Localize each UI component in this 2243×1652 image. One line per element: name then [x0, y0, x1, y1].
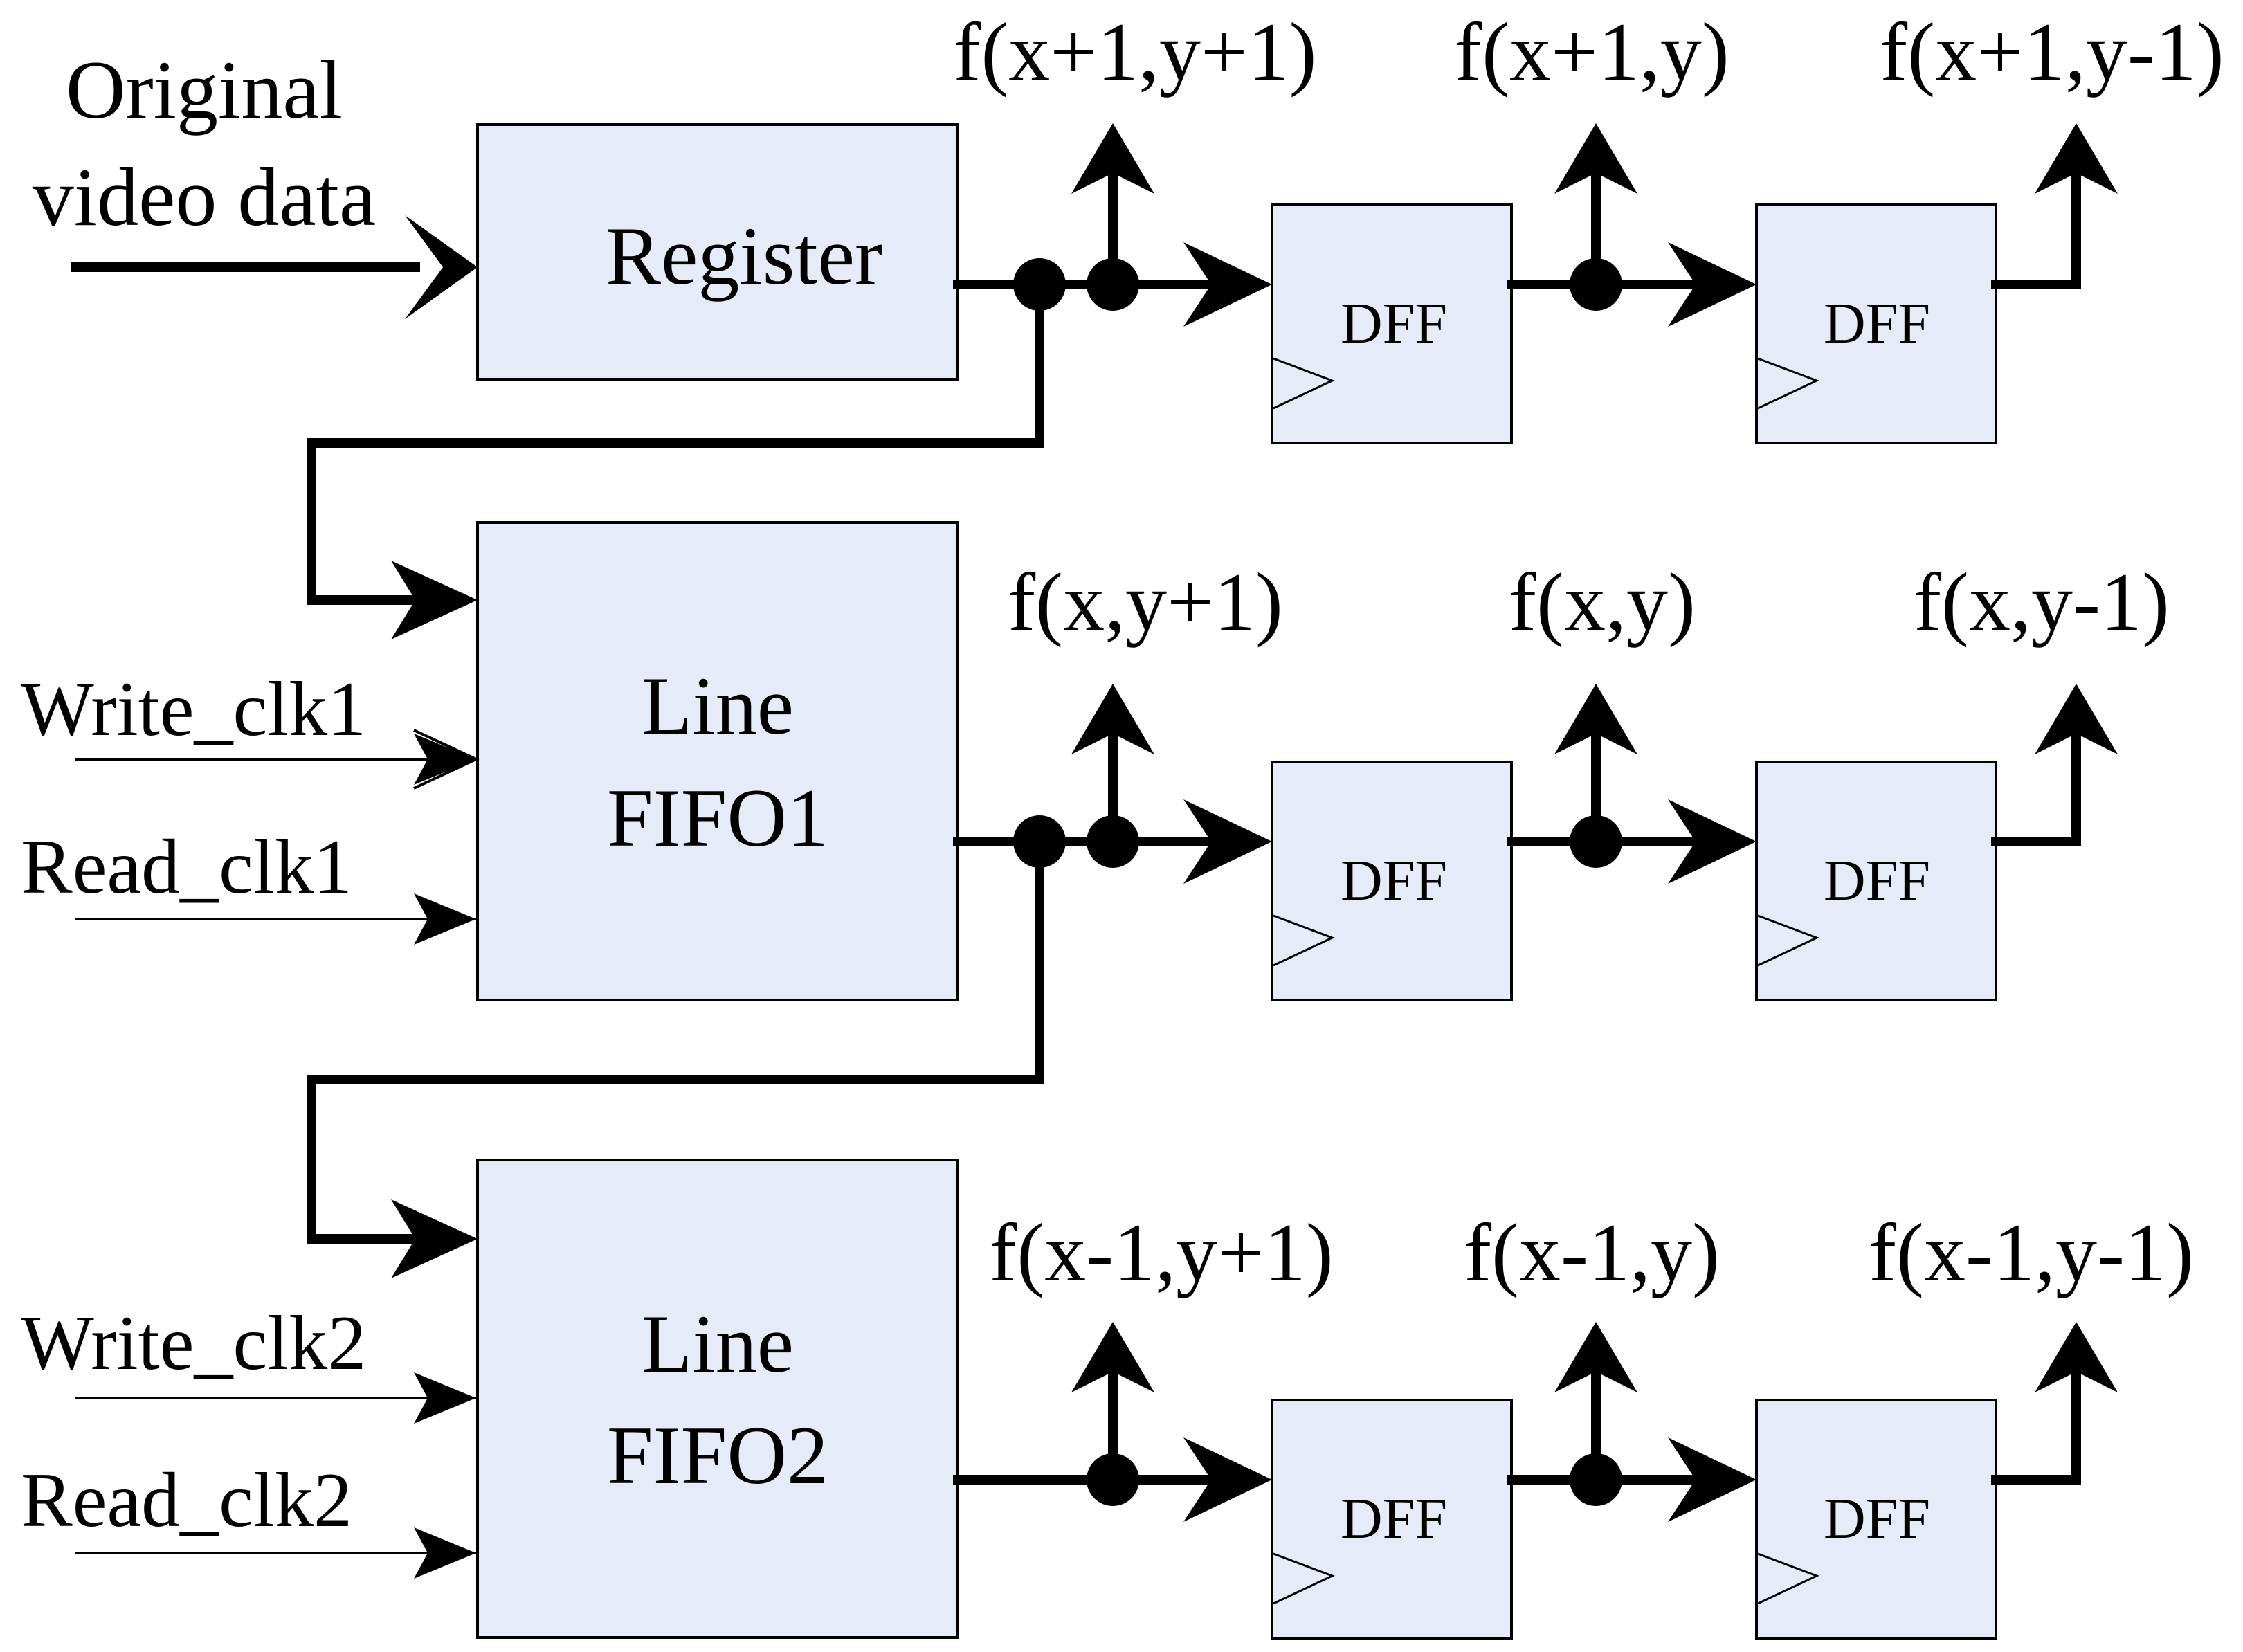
row2-dff2 — [1755, 761, 1997, 1001]
row2-dff1 — [1271, 761, 1513, 1001]
fifo1-label-line1: Line — [642, 660, 794, 752]
output-f-x1-y1: f(x+1,y+1) — [953, 6, 1316, 98]
row1-dff1-label: DFF — [1341, 291, 1447, 356]
register-block — [476, 123, 959, 381]
read-clk1-label: Read_clk1 — [21, 824, 352, 910]
read-clk2-label: Read_clk2 — [21, 1458, 352, 1543]
register-label: Register — [606, 210, 882, 302]
row2-dff1-label: DFF — [1341, 848, 1447, 913]
input-arrow — [71, 215, 478, 319]
write-clk1-label: Write_clk1 — [21, 666, 366, 752]
output-f-x-ym1: f(x,y-1) — [1914, 556, 2170, 648]
output-f-x1-ym1: f(x+1,y-1) — [1880, 6, 2224, 98]
output-f-x-y1: f(x,y+1) — [1008, 556, 1283, 648]
clock-inputs: Write_clk1 Read_clk1 Write_clk2 Read_clk… — [21, 666, 480, 1579]
row3-dff1 — [1271, 1399, 1513, 1640]
row1-dff1 — [1271, 203, 1513, 444]
fifo1-to-fifo2-wire — [307, 837, 1044, 1278]
row2-dff2-label: DFF — [1824, 848, 1930, 913]
input-label-line1: Original — [66, 44, 343, 136]
row3-shift-register: DFF DFF f(x-1,y+1) f(x-1,y) f(x-1,y-1) — [953, 1206, 2194, 1640]
write-clk2-label: Write_clk2 — [21, 1300, 366, 1386]
register-to-fifo1-wire — [307, 280, 1044, 639]
line-fifo1-block — [476, 521, 959, 1001]
output-f-x1-y: f(x+1,y) — [1454, 6, 1729, 98]
line-fifo2-block — [476, 1159, 959, 1639]
input-label-line2: video data — [33, 151, 376, 243]
output-f-xm1-y: f(x-1,y) — [1464, 1206, 1720, 1298]
row2-shift-register: DFF DFF f(x,y+1) f(x,y) f(x,y-1) — [953, 556, 2170, 1001]
row1-dff2-label: DFF — [1824, 291, 1930, 356]
output-f-xm1-ym1: f(x-1,y-1) — [1869, 1206, 2194, 1298]
row3-dff2-label: DFF — [1824, 1487, 1930, 1551]
fifo1-label-line2: FIFO1 — [607, 772, 828, 864]
row1-dff2 — [1755, 203, 1997, 444]
output-f-xm1-y1: f(x-1,y+1) — [989, 1206, 1334, 1298]
row1-shift-register: DFF DFF f(x+1,y+1) f(x+1,y) f(x+1,y-1) — [953, 6, 2224, 444]
fifo2-label-line2: FIFO2 — [607, 1409, 828, 1501]
fifo2-label-line1: Line — [642, 1298, 794, 1390]
row3-dff2 — [1755, 1399, 1997, 1640]
row3-dff1-label: DFF — [1341, 1487, 1447, 1551]
output-f-x-y: f(x,y) — [1509, 556, 1696, 648]
